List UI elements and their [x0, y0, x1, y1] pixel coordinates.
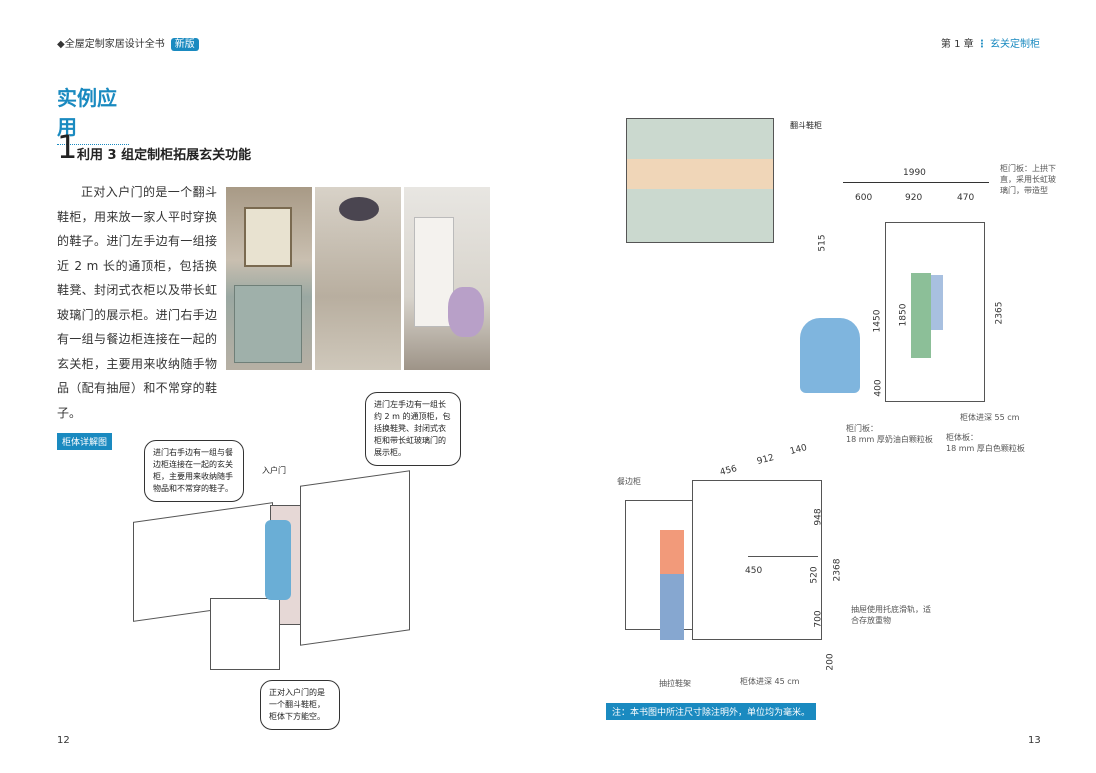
dim-total: 1990 — [903, 168, 926, 178]
speech-bubble-left-cabinet: 进门左手边有一组长约 2 m 的通顶柜，包括换鞋凳、封闭式衣柜和带长虹玻璃门的展… — [365, 392, 461, 466]
green-coat — [911, 273, 931, 358]
drawer-note: 抽屉使用托底滑轨，适合存放重物 — [851, 605, 931, 625]
flip-shoe-cabinet-drawing — [210, 598, 280, 670]
pull-rack-label: 抽拉鞋架 — [659, 679, 691, 688]
chapter-label: 第 1 章 — [940, 39, 974, 50]
footnote: 注：本书图中所注尺寸除注明外，单位均为毫米。 — [606, 703, 817, 720]
section-number: 1 — [57, 128, 78, 166]
photo-entrance-cabinets — [404, 187, 490, 370]
man-figure — [265, 520, 291, 600]
dim-h-mid: 1450 — [872, 309, 883, 333]
diagram-tag: 柜体详解图 — [57, 433, 113, 450]
photo-shoe-cabinet — [226, 187, 312, 370]
dim-line — [843, 182, 989, 183]
door-note: 柜门板：上拱下直，采用长虹玻璃门，带造型 — [1000, 164, 1056, 195]
photo-hallway — [315, 187, 401, 370]
dim-b: 912 — [755, 452, 776, 468]
speech-bubble-right-cabinet: 进门右手边有一组与餐边柜连接在一起的玄关柜，主要用来收纳随手物品和不常穿的鞋子。 — [144, 440, 244, 502]
dim-w2: 920 — [905, 193, 923, 203]
body-panel-spec: 18 mm 厚白色颗粒板 — [946, 444, 1025, 453]
dim-d: 948 — [813, 508, 824, 526]
sideboard-depth: 柜体进深 45 cm — [740, 677, 800, 686]
dim-a: 456 — [718, 463, 739, 479]
dim-i: 200 — [825, 653, 836, 671]
wall-painting — [244, 207, 292, 267]
wardrobe-drawing — [885, 222, 985, 402]
flower-decor — [448, 287, 484, 337]
entry-cabinet-drawing — [692, 480, 822, 640]
body-text: 正对入户门的是一个翻斗鞋柜，用来放一家人平时穿换的鞋子。进门左手边有一组接近 2… — [57, 185, 217, 420]
dim-w1: 600 — [855, 193, 873, 203]
dim-w3: 470 — [957, 193, 975, 203]
chapter-title: 玄关定制柜 — [990, 39, 1040, 50]
dim-h-total: 2365 — [994, 301, 1005, 325]
door-panel-title: 柜门板： — [846, 424, 878, 433]
dim-f: 520 — [809, 566, 820, 584]
dim-h-top: 515 — [817, 234, 828, 252]
section-title: 实例应用 — [57, 82, 129, 145]
flip-shoe-cabinet-illustration — [626, 118, 774, 243]
flip-shoe-cabinet-photo — [234, 285, 302, 363]
book-title-text: ◆全屋定制家居设计全书 — [57, 39, 165, 50]
dim-e: 450 — [745, 566, 763, 576]
section-heading: 利用 3 组定制柜拓展玄关功能 — [77, 148, 252, 163]
body-panel-label: 柜体板： 18 mm 厚白色颗粒板 — [946, 432, 1025, 454]
door-panel-spec: 18 mm 厚奶油白颗粒板 — [846, 435, 933, 444]
blue-shirt — [931, 275, 943, 330]
woman-figure — [660, 530, 684, 640]
counter-line — [748, 556, 818, 557]
sitting-man-figure — [800, 318, 860, 393]
ceiling-light — [339, 197, 379, 221]
page-number-left: 12 — [57, 735, 70, 746]
edition-badge: 新版 — [170, 38, 199, 51]
speech-bubble-front: 正对入户门的是一个翻斗鞋柜，柜体下方能空。 — [260, 680, 340, 730]
book-title: ◆全屋定制家居设计全书新版 — [57, 35, 199, 51]
dim-h-bench: 400 — [873, 379, 884, 397]
sideboard-label: 餐边柜 — [617, 477, 641, 486]
dim-c: 140 — [788, 442, 809, 458]
dim-h-door: 1850 — [898, 303, 909, 327]
page-number-right: 13 — [1028, 735, 1041, 746]
open-drawer — [627, 159, 773, 189]
tall-cabinet-drawing — [300, 470, 410, 646]
dim-h: 700 — [813, 610, 824, 628]
wardrobe-depth: 柜体进深 55 cm — [960, 413, 1020, 422]
tall-cabinet-photo — [414, 217, 454, 327]
shoe-cabinet-label: 翻斗鞋柜 — [790, 121, 822, 130]
door-panel-label: 柜门板： 18 mm 厚奶油白颗粒板 — [846, 423, 940, 445]
entry-door-label: 入户门 — [262, 466, 286, 475]
dim-g: 2368 — [832, 558, 843, 582]
chapter-header: 第 1 章 ⋮ 玄关定制柜 — [940, 39, 1040, 50]
body-panel-title: 柜体板： — [946, 433, 978, 442]
